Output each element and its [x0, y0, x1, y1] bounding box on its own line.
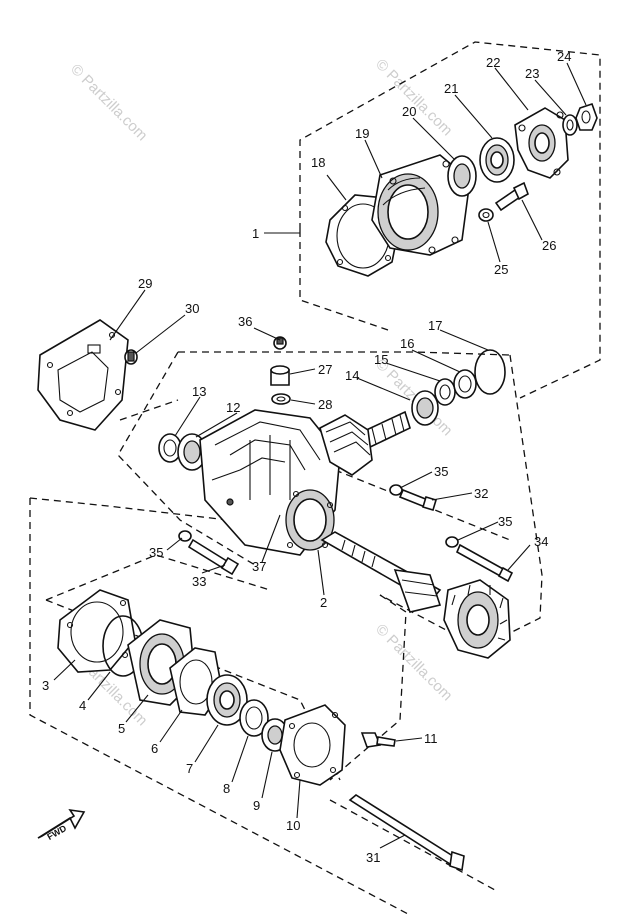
oil-seal-20: [447, 155, 477, 197]
callout-35-right: 35: [498, 514, 512, 529]
bolt-33: [178, 530, 240, 576]
cover-gasket-29: [37, 319, 129, 431]
callout-12: 12: [226, 400, 240, 415]
callout-24: 24: [557, 49, 571, 64]
callout-8: 8: [223, 781, 230, 796]
callout-3: 3: [42, 678, 49, 693]
o-ring-17: [474, 349, 506, 395]
stud-bolt-34: [445, 536, 514, 583]
callout-22: 22: [486, 55, 500, 70]
callout-15: 15: [374, 352, 388, 367]
bolt-11: [360, 732, 396, 748]
gasket-3: [57, 589, 136, 673]
callout-30: 30: [185, 301, 199, 316]
callout-6: 6: [151, 741, 158, 756]
callout-33: 33: [192, 574, 206, 589]
callout-25: 25: [494, 262, 508, 277]
callout-31: 31: [366, 850, 380, 865]
watermark-text: © Partzilla.com: [67, 61, 150, 144]
callout-36: 36: [238, 314, 252, 329]
oil-seal-8: [239, 699, 269, 737]
nut-24: [575, 102, 598, 131]
shim-16: [453, 369, 477, 399]
final-gear-case: [199, 409, 341, 556]
watermark-text: © Partzilla.com: [372, 56, 455, 139]
callout-numbers: 1 2 3 4 5 6 7 8 9 10 11 12 13 14 15 16 1…: [42, 49, 571, 865]
callout-5: 5: [118, 721, 125, 736]
fwd-label: FWD: [45, 823, 68, 842]
forward-direction-arrow: FWD: [37, 808, 86, 842]
callout-21: 21: [444, 81, 458, 96]
washer-23: [562, 114, 578, 136]
callout-10: 10: [286, 818, 300, 833]
callout-18: 18: [311, 155, 325, 170]
leader-lines: [53, 62, 587, 849]
bolt-32: [389, 484, 437, 511]
callout-17: 17: [428, 318, 442, 333]
callout-2: 2: [320, 595, 327, 610]
ring-gear-housing-19: [371, 154, 471, 256]
callout-9: 9: [253, 798, 260, 813]
breather-36: [273, 336, 287, 350]
drain-plug-27: [270, 365, 290, 386]
callout-29: 29: [138, 276, 152, 291]
callout-11: 11: [424, 731, 438, 746]
callout-16: 16: [400, 336, 414, 351]
gasket-28: [271, 393, 291, 405]
callout-14: 14: [345, 368, 359, 383]
pinion-gear-14: [319, 390, 439, 476]
callout-32: 32: [474, 486, 488, 501]
cover-10: [279, 704, 346, 786]
washer-25: [478, 208, 494, 222]
callout-27: 27: [318, 362, 332, 377]
bearing-12: [177, 433, 207, 471]
callout-28: 28: [318, 397, 332, 412]
collar-15: [434, 378, 456, 406]
callout-23: 23: [525, 66, 539, 81]
bearing-21: [479, 137, 515, 183]
callout-35-upper: 35: [434, 464, 448, 479]
callout-34: 34: [534, 534, 548, 549]
callout-35-left: 35: [149, 545, 163, 560]
bearing-retainer-22: [514, 107, 569, 179]
callout-7: 7: [186, 761, 193, 776]
callout-20: 20: [402, 104, 416, 119]
callout-19: 19: [355, 126, 369, 141]
plug-30: [124, 349, 138, 365]
bearing-7: [206, 674, 248, 726]
callout-4: 4: [79, 698, 86, 713]
callout-13: 13: [192, 384, 206, 399]
callout-37: 37: [252, 559, 266, 574]
bolt-26: [494, 181, 529, 212]
ring-gear-shaft-2: [320, 531, 511, 659]
callout-26: 26: [542, 238, 556, 253]
long-bolt-31: [348, 794, 465, 872]
callout-1: 1: [252, 226, 259, 241]
watermark-text: © Partzilla.com: [372, 621, 455, 704]
